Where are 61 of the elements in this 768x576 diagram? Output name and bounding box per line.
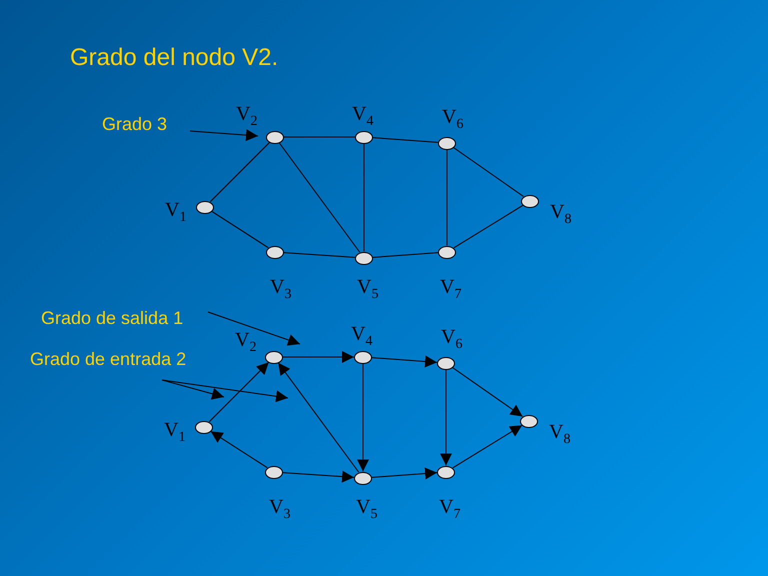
leader-arrow	[162, 380, 288, 402]
callout-text: Grado 3	[102, 114, 168, 135]
edge-line	[446, 149, 448, 246]
vertex-circle	[265, 466, 283, 478]
directed-edge	[371, 356, 438, 368]
vertex-label: V$_{6}$	[441, 326, 462, 353]
directed-edge	[210, 430, 268, 468]
vertex-circle	[521, 194, 539, 208]
vertex-circle	[354, 350, 372, 364]
leader-arrow	[190, 129, 258, 142]
vertex-label: V$_{5}$	[357, 276, 378, 303]
vertex-circle	[438, 246, 456, 258]
vertex-label: V$_{6}$	[442, 106, 464, 133]
leader-arrow	[208, 312, 300, 346]
vertex-circle	[195, 420, 213, 434]
directed-edge	[278, 362, 360, 473]
edge-line	[453, 204, 524, 248]
directed-edge	[452, 367, 524, 417]
vertex-label: V$_{4}$	[351, 323, 372, 350]
vertex-circle	[265, 350, 283, 364]
callout-text: Grado de salida 1	[41, 308, 184, 329]
vertex-label: V$_{1}$	[165, 199, 186, 226]
vertex-circle	[355, 130, 373, 144]
edge-line	[452, 147, 524, 197]
vertex-label: V$_{2}$	[235, 329, 256, 356]
vertex-label: V$_{8}$	[550, 201, 572, 228]
vertex-label: V$_{5}$	[356, 496, 378, 523]
leader-arrow	[162, 380, 224, 400]
vertex-circle	[520, 414, 538, 428]
vertex-label: V$_{7}$	[439, 496, 460, 523]
vertex-label: V$_{1}$	[164, 419, 186, 446]
vertex-label: V$_{2}$	[236, 103, 258, 130]
edge-line	[372, 252, 439, 258]
vertex-label: V$_{4}$	[352, 103, 374, 130]
directed-edge	[371, 468, 438, 480]
vertex-circle	[196, 200, 214, 214]
directed-edge	[357, 363, 369, 472]
vertex-circle	[437, 466, 455, 478]
callout-text: Grado de entrada 2	[30, 349, 186, 370]
edge-line	[210, 142, 270, 202]
vertex-label: V$_{3}$	[269, 496, 290, 523]
directed-edge	[282, 351, 354, 363]
edge-line	[278, 142, 360, 253]
title: Grado del nodo V2.	[70, 44, 278, 72]
vertex-label: V$_{8}$	[549, 421, 570, 448]
edge-line	[284, 136, 356, 138]
edge-line	[372, 137, 439, 143]
directed-edge	[452, 424, 523, 468]
vertex-circle	[266, 130, 284, 144]
edge-line	[283, 252, 356, 258]
directed-edge	[208, 362, 270, 422]
vertex-label: V$_{7}$	[440, 276, 462, 303]
vertex-label: V$_{3}$	[270, 276, 292, 303]
vertex-circle	[355, 252, 373, 264]
directed-edge	[440, 369, 452, 466]
edge-line	[211, 210, 269, 248]
directed-edge	[282, 470, 355, 483]
vertex-circle	[354, 472, 372, 484]
vertex-circle	[437, 356, 455, 370]
vertex-circle	[438, 136, 456, 150]
vertex-circle	[266, 246, 284, 258]
